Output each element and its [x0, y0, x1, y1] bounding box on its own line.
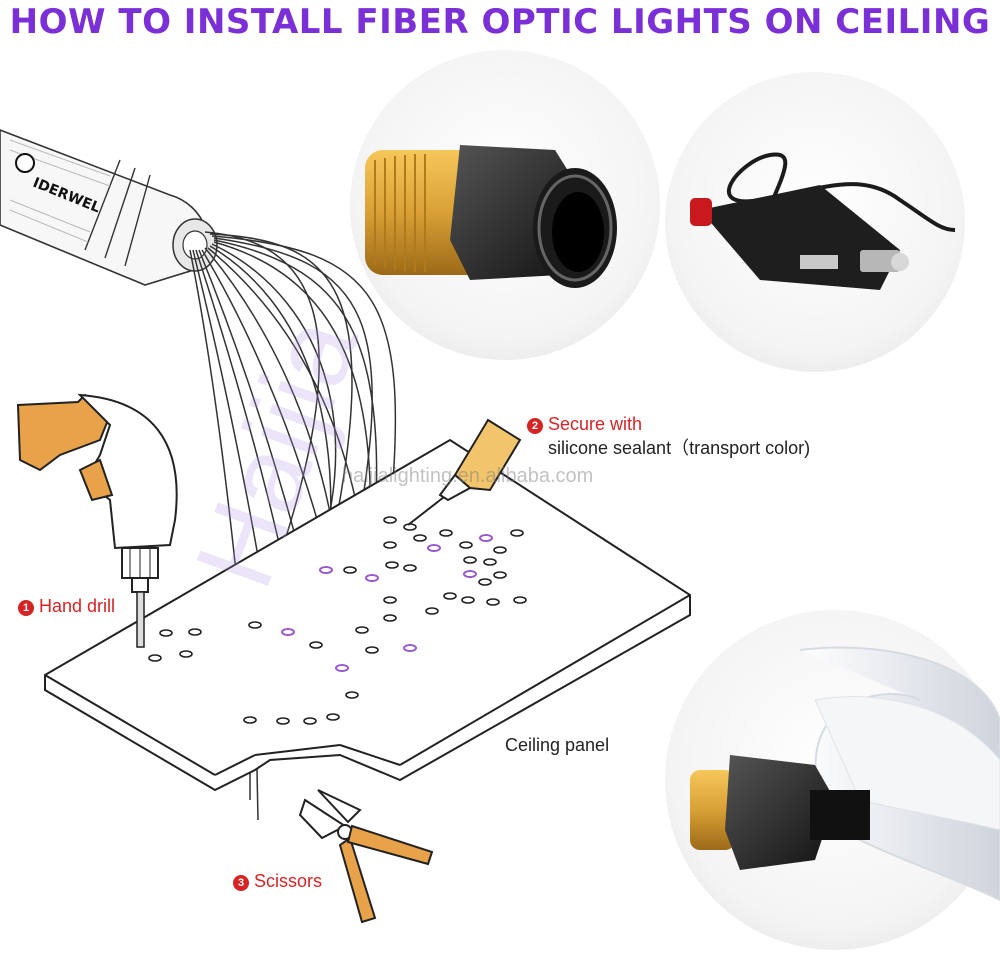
ceiling-panel: [44, 438, 691, 792]
fiber-bundle-icon: [665, 610, 1000, 950]
car-plug-icon: [665, 72, 965, 372]
step-3-text: Scissors: [254, 871, 323, 891]
page-title: HOW TO INSTALL FIBER OPTIC LIGHTS ON CEI…: [9, 2, 991, 42]
step-2-text-line2: silicone sealant（transport color): [548, 438, 811, 458]
watermark-url: haijialighting.en.alibaba.com: [342, 465, 594, 487]
hand-drill-icon: [16, 393, 178, 648]
step-2-text-line1: Secure with: [548, 414, 643, 434]
panel-holes-accent: [281, 534, 493, 672]
brass-connector-icon: [350, 50, 660, 360]
step-1-text: Hand drill: [39, 596, 116, 616]
step-1-number: 1: [18, 600, 34, 616]
scissors-icon: [298, 789, 434, 924]
step-3-number: 3: [233, 875, 249, 891]
step-2-label: 2 Secure with: [527, 414, 642, 435]
light-engine-icon: IDERWEL: [0, 129, 218, 286]
sealant-bottle-icon: [407, 418, 522, 526]
ceiling-panel-label: Ceiling panel: [505, 735, 610, 755]
step-1-label: 1 Hand drill: [18, 596, 115, 617]
panel-holes: [148, 516, 527, 725]
step-2-number: 2: [527, 418, 543, 434]
step-3-label: 3 Scissors: [233, 871, 322, 892]
